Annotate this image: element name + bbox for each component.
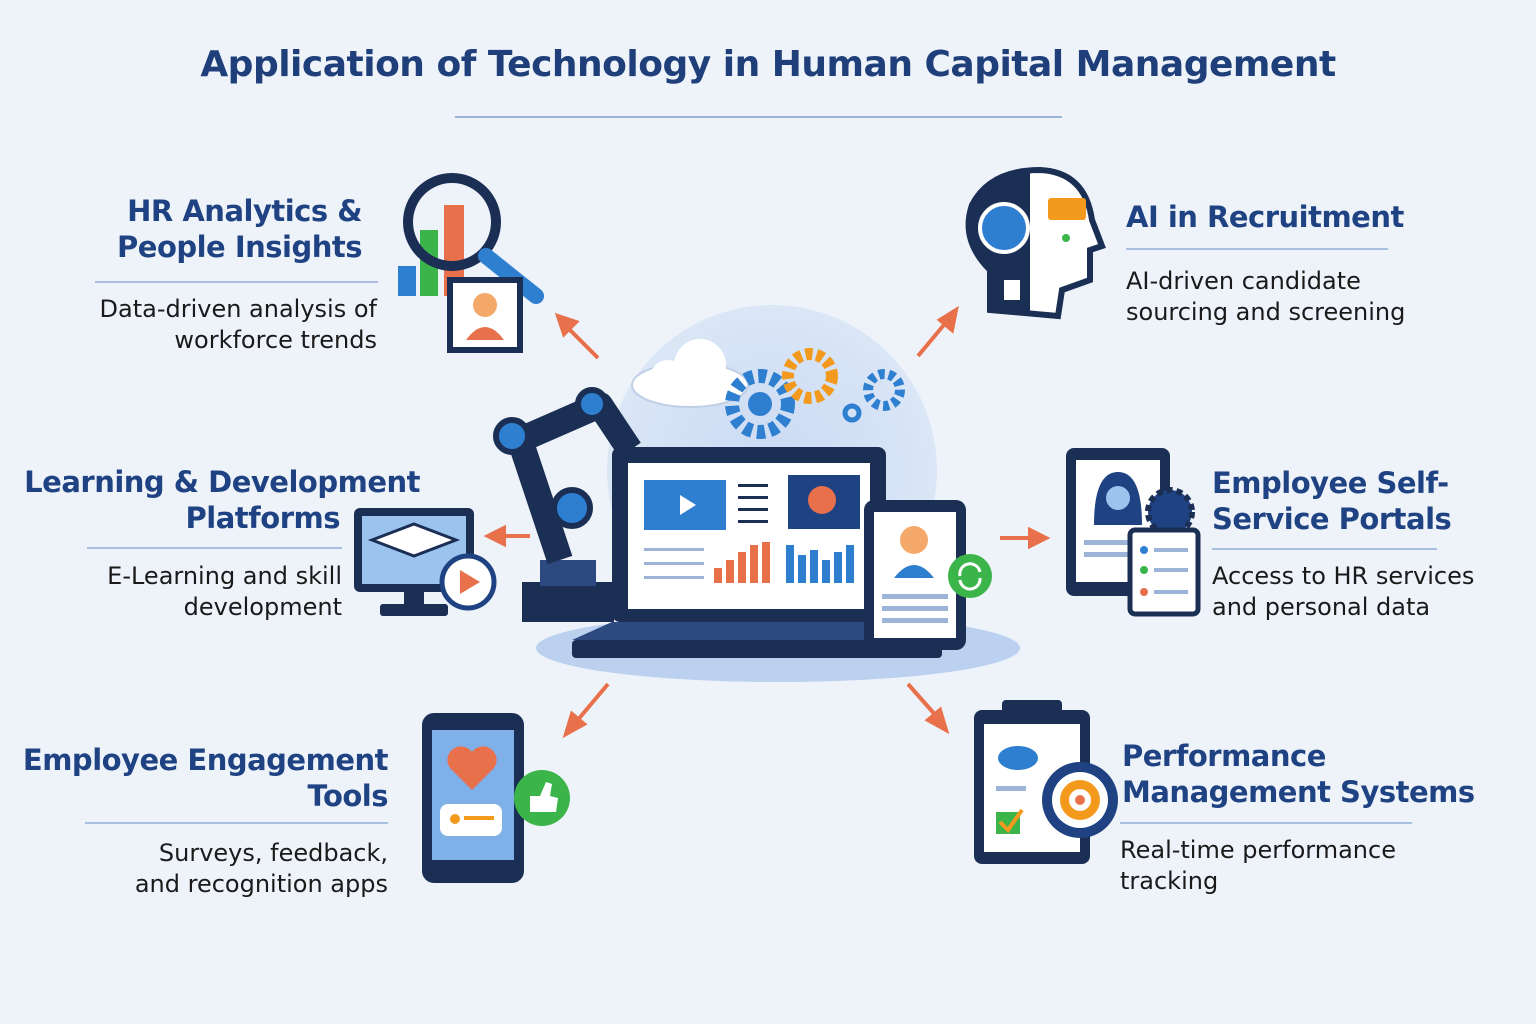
divider: [1120, 822, 1412, 824]
divider: [87, 547, 342, 549]
hr-analytics-title: HR Analytics &People Insights: [117, 194, 362, 264]
gear-icon: [842, 403, 862, 423]
divider: [1212, 548, 1437, 550]
divider: [85, 822, 388, 824]
arrows: [483, 305, 1051, 739]
laptop-icon: [572, 447, 942, 658]
sync-icon: [948, 554, 992, 598]
page-title: Application of Technology in Human Capit…: [200, 44, 1336, 85]
ai-recruitment-title: AI in Recruitment: [1126, 200, 1404, 234]
engagement-description: Surveys, feedback,and recognition apps: [134, 839, 388, 898]
self-service-title: Employee Self-Service Portals: [1212, 466, 1452, 536]
robot-arm-icon: [493, 387, 641, 622]
divider: [95, 281, 378, 283]
tablet-icon: [864, 500, 992, 650]
gear-icon: [725, 369, 795, 439]
title-divider: [455, 116, 1062, 118]
gear-icon: [863, 369, 905, 411]
cloud-icon: [631, 339, 749, 408]
divider: [1126, 248, 1388, 250]
gear-icon: [782, 348, 838, 404]
